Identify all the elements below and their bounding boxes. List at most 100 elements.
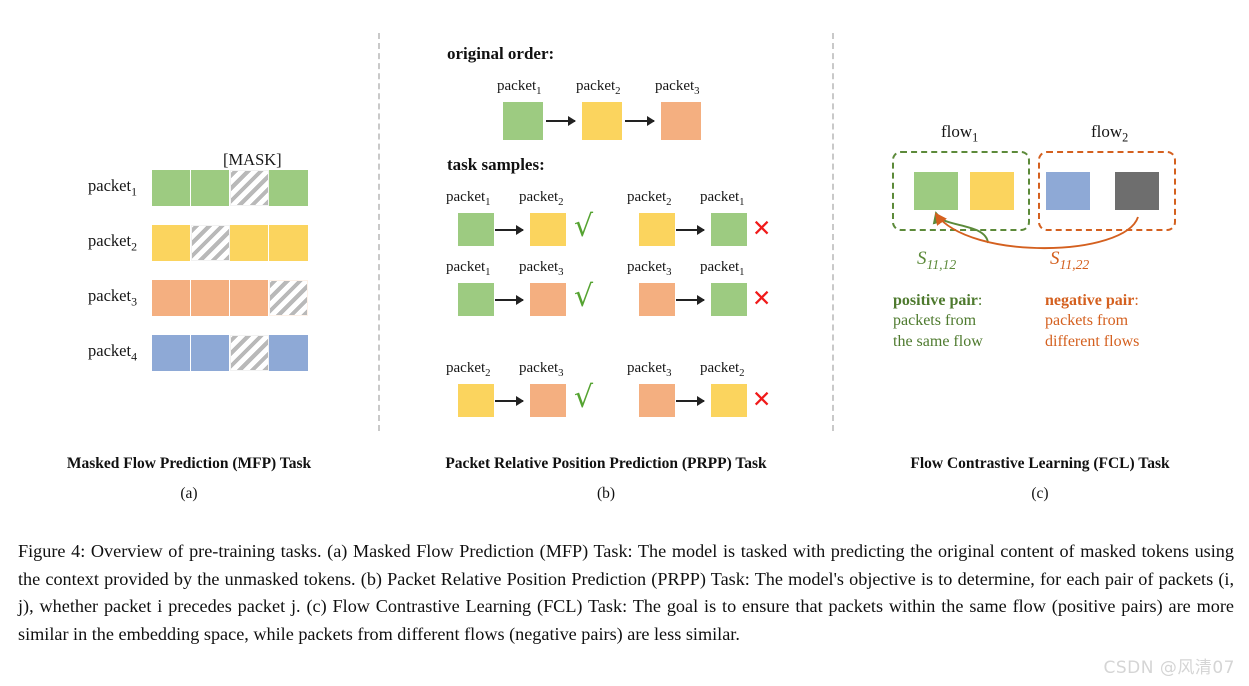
sample-arrow [676,295,705,305]
original-order-subscript-2: 2 [615,85,621,97]
packet-box [711,384,747,417]
positive-similarity-label: S11,12 [917,248,956,273]
packet-box [458,213,494,246]
original-order-label-1: packet1 [497,78,542,97]
watermark: CSDN @风清07 [1103,658,1235,678]
sample-label-to: packet1 [700,259,745,278]
panel-a-letter: (a) [180,485,198,502]
flow2-group-box [1038,151,1176,231]
sample-label-to: packet3 [519,360,564,379]
flow2-subscript: 2 [1122,130,1129,145]
sample-label-to: packet2 [519,189,564,208]
flow2-title: flow2 [1091,122,1129,145]
packet-row-label-4: packet4 [88,341,137,364]
packet-row-label-2: packet2 [88,231,137,254]
sample-subscript: 2 [666,196,672,208]
sample-subscript: 3 [558,367,564,379]
masked-token-cell [191,225,230,261]
flow1-title: flow1 [941,122,979,145]
flow1-group-box [892,151,1030,231]
panel-c-caption: Flow Contrastive Learning (FCL) Task [910,455,1170,472]
token-cell [269,170,308,206]
verdict-check-icon: √ [574,209,594,244]
masked-token-cell [230,335,269,371]
packet-box [458,384,494,417]
positive-pair-block: positive pair: packets from the same flo… [893,292,983,353]
verdict-cross-icon: ✕ [752,216,772,242]
negative-pair-head-text: negative pair [1045,292,1135,309]
verdict-cross-icon: ✕ [752,387,772,413]
masked-token-cell [269,280,308,316]
positive-pair-head-text: positive pair [893,292,978,309]
positive-pair-colon: : [977,292,983,309]
packet-box [503,102,543,140]
token-cell [269,225,308,261]
negative-similarity-subscript: 11,22 [1059,256,1090,272]
panel-a-caption: Masked Flow Prediction (MFP) Task [66,455,312,472]
token-cell [269,335,308,371]
packet-box [639,384,675,417]
sample-subscript: 2 [739,367,745,379]
packet-box [639,213,675,246]
sample-arrow [495,295,524,305]
sample-subscript: 2 [558,196,564,208]
token-cell [152,225,191,261]
sample-label-to: packet1 [700,189,745,208]
sample-label-from: packet2 [627,189,672,208]
negative-similarity-symbol: S [1050,248,1060,269]
packet-box [530,283,566,316]
packet-box [530,213,566,246]
packet-box [582,102,622,140]
sample-label-from: packet1 [446,189,491,208]
token-cell [191,280,230,316]
packet-box [530,384,566,417]
panel-divider-right [832,33,834,431]
sample-label-from: packet3 [627,360,672,379]
figure-caption: Figure 4: Overview of pre-training tasks… [18,541,1234,644]
masked-token-cell [230,170,269,206]
packet-row-subscript-1: 1 [131,184,137,199]
packet-row-label-3: packet3 [88,286,137,309]
positive-similarity-symbol: S [917,248,927,269]
sample-subscript: 3 [558,266,564,278]
packet-row-subscript-4: 4 [131,349,137,364]
negative-pair-heading: negative pair: [1045,292,1139,310]
positive-similarity-arrow [932,211,989,244]
order-arrow [625,116,655,126]
mask-token-label: [MASK] [223,150,282,169]
original-order-heading: original order: [447,44,555,63]
sample-subscript: 3 [666,367,672,379]
flow1-packet-box-2 [970,172,1014,210]
flow2-packet-box-2 [1115,172,1159,210]
positive-pair-heading: positive pair: [893,292,983,310]
original-order-subscript-1: 1 [536,85,542,97]
panel-b-letter: (b) [596,485,616,502]
sample-label-from: packet1 [446,259,491,278]
token-cell [230,225,269,261]
negative-pair-line-2: different flows [1045,333,1140,351]
sample-subscript: 1 [485,266,491,278]
packet-row-label-1: packet1 [88,176,137,199]
sample-subscript: 1 [739,266,745,278]
packet-box [661,102,701,140]
negative-pair-block: negative pair: packets from different fl… [1045,292,1139,353]
token-cell [152,280,191,316]
packet-box [711,213,747,246]
negative-pair-colon: : [1134,292,1139,309]
flow1-packet-box-1 [914,172,958,210]
negative-similarity-label: S11,22 [1050,248,1089,273]
packet-box [711,283,747,316]
token-cell [230,280,269,316]
sample-arrow [676,396,705,406]
flow1-subscript: 1 [972,130,979,145]
negative-pair-line-1: packets from [1045,312,1129,329]
token-cell [152,170,191,206]
positive-pair-line-2: the same flow [893,333,983,351]
sample-subscript: 1 [485,196,491,208]
positive-pair-line-1: packets from [893,312,977,329]
token-cell [191,335,230,371]
verdict-check-icon: √ [574,279,594,314]
positive-similarity-subscript: 11,12 [926,256,957,272]
packet-box [639,283,675,316]
